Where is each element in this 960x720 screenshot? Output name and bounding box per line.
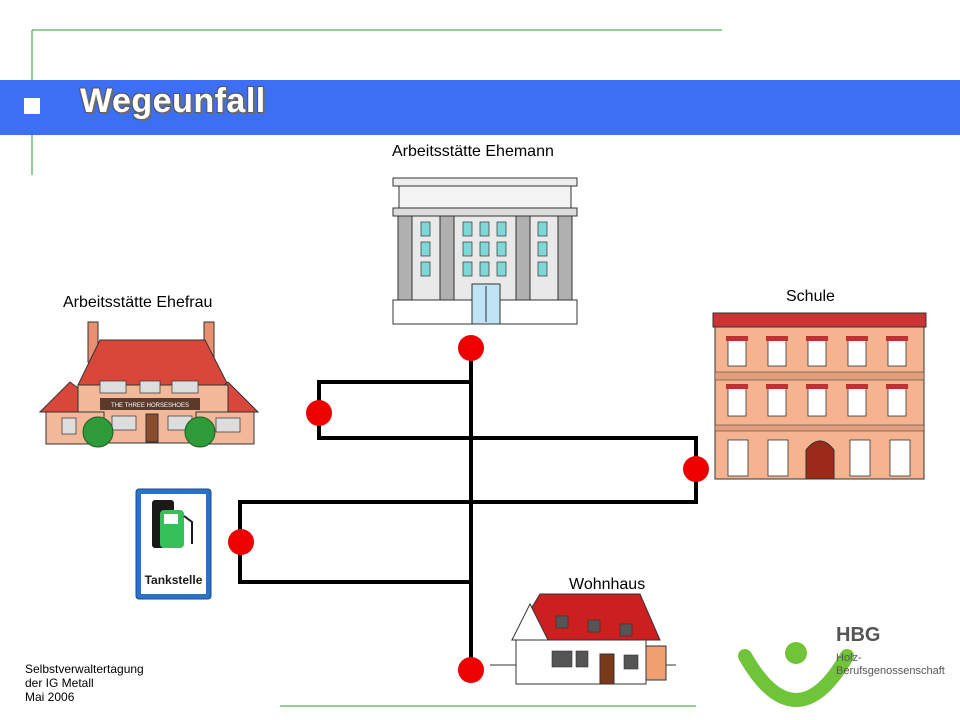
stop-dot-husband-work — [458, 335, 484, 361]
label-husband-work: Arbeitsstätte Ehemann — [392, 143, 554, 160]
logo-line-2: Berufsgenossenschaft — [836, 665, 945, 677]
footer-text: Selbstverwaltertagung der IG Metall Mai … — [25, 662, 144, 704]
title-bar — [0, 80, 960, 135]
footer-line-2: der IG Metall — [25, 676, 94, 690]
stop-dot-wife-work — [306, 400, 332, 426]
title-bullet-icon — [24, 98, 40, 114]
pub-sign: THE THREE HORSESHOES — [111, 403, 189, 409]
footer-line-1: Selbstverwaltertagung — [25, 662, 144, 676]
label-school: Schule — [786, 288, 835, 305]
label-wife-work: Arbeitsstätte Ehefrau — [63, 294, 213, 311]
stop-dot-gas-station — [228, 529, 254, 555]
gas-station-label: Tankstelle — [144, 573, 203, 587]
label-home: Wohnhaus — [569, 576, 646, 593]
logo-brand: HBG — [836, 624, 881, 646]
logo-line-1: Holz- — [836, 652, 862, 664]
stop-dot-school — [683, 456, 709, 482]
stop-dot-home — [458, 657, 484, 683]
logo-text: Holz- Berufsgenossenschaft — [836, 652, 945, 678]
page-title: Wegeunfall — [80, 82, 266, 120]
footer-line-3: Mai 2006 — [25, 690, 75, 704]
